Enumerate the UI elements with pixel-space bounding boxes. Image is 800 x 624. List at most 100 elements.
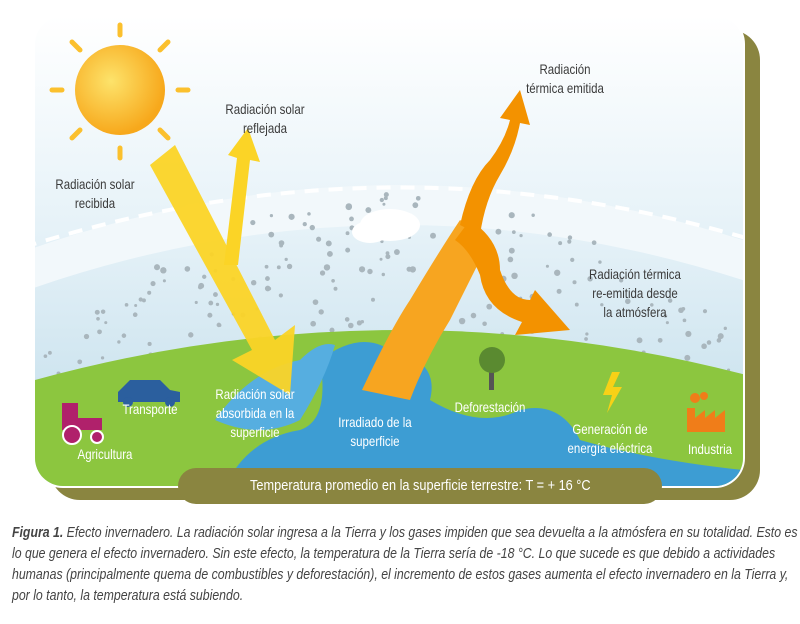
tree-icon — [479, 347, 505, 390]
gas-particle — [682, 318, 687, 323]
thermal-emitted-arrow — [460, 90, 530, 235]
gas-particle — [701, 343, 707, 350]
water-left — [215, 344, 335, 430]
gas-particle — [188, 332, 194, 338]
label-transport: Transporte — [122, 401, 178, 417]
incoming-solar-arrow — [150, 145, 295, 395]
gas-particle — [367, 268, 373, 275]
gas-particle — [415, 195, 421, 201]
gas-particle — [265, 276, 270, 281]
caption-label: Figura 1. — [12, 524, 64, 541]
gas-particle — [556, 288, 562, 294]
gas-particle — [657, 337, 663, 343]
gas-particle — [147, 290, 152, 295]
gas-particle — [208, 300, 214, 306]
gas-particle — [288, 213, 295, 220]
gas-particle — [83, 333, 90, 340]
gas-particle — [508, 247, 515, 254]
gas-particle — [650, 303, 654, 307]
gas-particle — [567, 235, 573, 240]
gas-particle — [495, 228, 502, 235]
gas-particle — [302, 221, 307, 227]
gas-particle — [625, 298, 631, 305]
gas-particle — [667, 298, 673, 303]
gas-particle — [153, 264, 161, 271]
gas-particle — [430, 232, 436, 239]
caption-text: Efecto invernadero. La radiación solar i… — [12, 524, 798, 604]
gas-particle — [279, 243, 284, 248]
temperature-bar: Temperatura promedio en la superficie te… — [178, 468, 662, 504]
gas-particle — [345, 203, 352, 210]
car-icon — [118, 380, 180, 407]
gas-particle — [665, 321, 669, 325]
water — [220, 342, 743, 486]
gas-particle — [326, 250, 333, 257]
gas-particle — [197, 284, 203, 290]
gas-particle — [558, 241, 563, 246]
gas-particle — [348, 322, 354, 329]
gas-particle — [104, 321, 108, 325]
gas-particle — [636, 337, 643, 344]
gas-particle — [574, 302, 579, 307]
gas-particle — [511, 230, 516, 234]
gas-particle — [250, 220, 256, 226]
gas-particle — [268, 231, 275, 238]
gas-particle — [685, 330, 692, 337]
gas-particle — [717, 333, 724, 340]
gas-particle — [310, 320, 317, 327]
factory-icon — [687, 392, 725, 432]
sun-icon — [49, 22, 191, 161]
gas-particle — [160, 267, 167, 274]
gas-particle — [531, 213, 535, 217]
gas-particle — [345, 231, 350, 236]
gas-particle — [678, 307, 684, 314]
cloud-part — [352, 221, 388, 243]
tractor-icon — [62, 403, 104, 445]
gas-particle — [409, 266, 416, 273]
gas-particle — [507, 256, 514, 263]
gas-particle — [381, 272, 385, 277]
gas-particle — [486, 303, 493, 310]
gas-particle — [663, 314, 668, 318]
gas-particle — [358, 266, 366, 273]
gas-particle — [706, 340, 712, 345]
gas-particle — [276, 265, 281, 270]
gas-particle — [716, 338, 722, 343]
gas-particle — [600, 303, 604, 307]
gas-particle — [511, 272, 518, 280]
figure-caption: Figura 1. Efecto invernadero. La radiaci… — [12, 522, 799, 606]
gas-particle — [43, 354, 48, 359]
gas-particle — [124, 303, 129, 307]
gas-particle — [121, 333, 127, 338]
gas-particle — [567, 239, 572, 244]
gas-particle — [325, 240, 332, 247]
gas-particle — [77, 359, 83, 365]
gas-particle — [379, 197, 384, 203]
gas-particle — [94, 309, 100, 315]
reemitted-arrow — [455, 220, 570, 335]
gas-particle — [723, 326, 727, 331]
gas-particle — [587, 276, 593, 282]
gas-particle — [508, 212, 515, 219]
gas-particle — [345, 247, 351, 253]
gas-particle — [385, 254, 391, 260]
gas-particle — [141, 298, 146, 303]
gas-particle — [286, 263, 293, 270]
gas-particle — [278, 293, 283, 298]
gas-particle — [598, 260, 602, 264]
gas-particle — [333, 286, 338, 291]
gas-particle — [383, 192, 389, 198]
gas-particle — [269, 214, 274, 218]
gas-particle — [379, 257, 383, 261]
gas-particle — [100, 309, 106, 314]
gas-particle — [360, 320, 365, 324]
gas-particle — [184, 266, 191, 272]
gas-particle — [412, 202, 419, 209]
gas-particle — [48, 350, 52, 355]
gas-particle — [545, 264, 549, 268]
gas-particle — [519, 233, 523, 238]
gas-particle — [572, 280, 577, 285]
